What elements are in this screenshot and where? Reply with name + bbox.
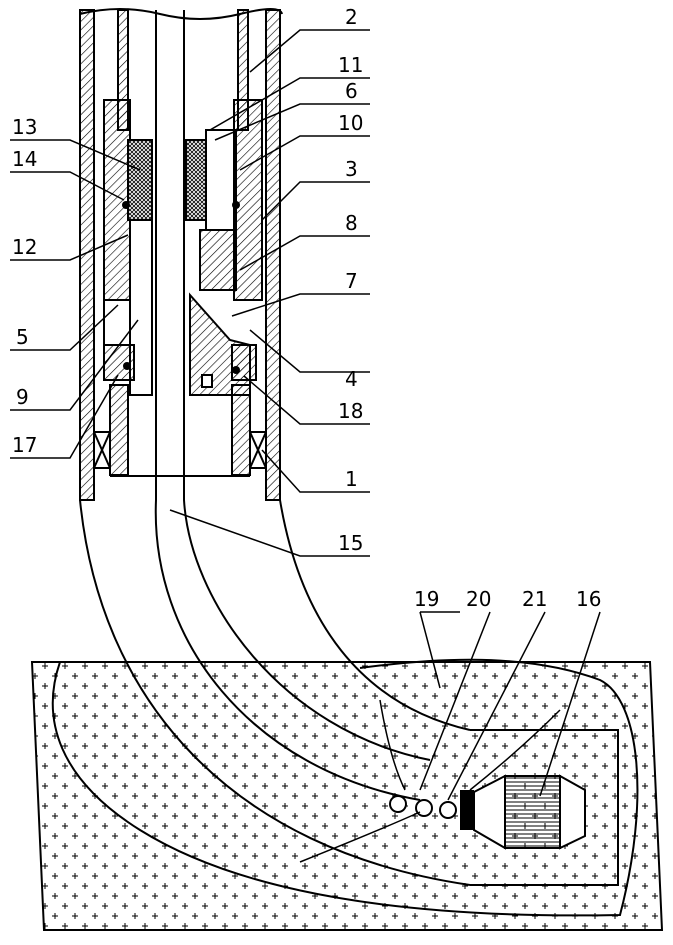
central-rod bbox=[156, 10, 184, 500]
callout-4: 4 bbox=[345, 367, 358, 391]
callout-15: 15 bbox=[338, 531, 363, 555]
callout-21: 21 bbox=[522, 587, 547, 611]
callout-7: 7 bbox=[345, 269, 358, 293]
callout-8: 8 bbox=[345, 211, 358, 235]
callout-19: 19 bbox=[414, 587, 439, 611]
callout-9: 9 bbox=[16, 385, 29, 409]
callout-16: 16 bbox=[576, 587, 601, 611]
callout-20: 20 bbox=[466, 587, 491, 611]
callout-14: 14 bbox=[12, 147, 37, 171]
callout-10: 10 bbox=[338, 111, 363, 135]
callout-5: 5 bbox=[16, 325, 29, 349]
callout-labels: 2 11 6 10 3 8 7 4 18 1 15 13 14 12 5 9 1… bbox=[12, 5, 601, 611]
left-body bbox=[104, 100, 152, 395]
callout-3: 3 bbox=[345, 157, 358, 181]
callout-11: 11 bbox=[338, 53, 363, 77]
right-body bbox=[186, 100, 262, 395]
callout-17: 17 bbox=[12, 433, 37, 457]
callout-13: 13 bbox=[12, 115, 37, 139]
callout-2: 2 bbox=[345, 5, 358, 29]
callout-6: 6 bbox=[345, 79, 358, 103]
callout-1: 1 bbox=[345, 467, 358, 491]
lower-tubing bbox=[94, 385, 266, 477]
callout-18: 18 bbox=[338, 399, 363, 423]
callout-12: 12 bbox=[12, 235, 37, 259]
